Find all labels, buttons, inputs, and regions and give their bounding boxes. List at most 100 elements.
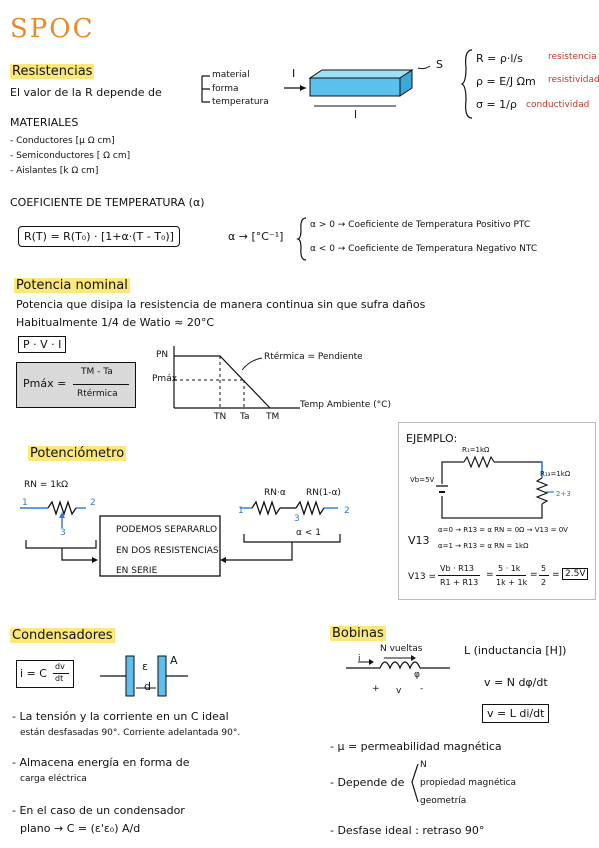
ejemplo-case1: α=0 → R13 = α RN = 0Ω → V13 = 0V [438, 526, 568, 534]
graph-ta: Ta [240, 412, 250, 422]
pot-split-node-2: 2 [344, 506, 350, 516]
length-label: l [354, 108, 358, 121]
pv-formula: P · V · I [18, 336, 67, 353]
graph-x-label: Temp Ambiente (°C) [300, 400, 391, 410]
cap-bullet-1b: están desfasadas 90°. Corriente adelanta… [20, 728, 241, 738]
formula-resistivity-name: resistividad [548, 75, 599, 85]
pot-node-3: 3 [60, 528, 66, 538]
ejemplo-eq-bar [438, 575, 480, 576]
ejemplo-r13: R₁₃=1kΩ [540, 470, 571, 478]
ejemplo-frac-den: 2 [541, 578, 547, 587]
bobina-plus: + [372, 684, 380, 694]
current-label: I [292, 67, 296, 80]
graph-tn: TN [214, 412, 227, 422]
resistor-block-diagram [284, 65, 431, 107]
graph-pmax: Pmáx [152, 374, 178, 384]
ejemplo-frac-num: 5 [541, 564, 547, 573]
cap-bullet-3b: plano → C = (ε'ε₀) A/d [20, 822, 141, 835]
ejemplo-eq-num2: 5 · 1k [498, 564, 521, 573]
ejemplo-eq-den2: 1k + 1k [496, 578, 528, 587]
coef-unit: α → [°C⁻¹] [228, 230, 284, 243]
bobinas-heading: Bobinas [330, 626, 386, 641]
ejemplo-vb: Vb=5V [410, 476, 435, 484]
depends-forma: forma [212, 84, 239, 94]
coef-formula: R(T) = R(T₀) · [1+α·(T - T₀)] [18, 226, 180, 247]
bobina-inductancia: L (inductancia [H]) [464, 644, 567, 657]
inductor-diagram [346, 655, 450, 670]
depende-brace [411, 763, 419, 803]
pmax-den: Rtérmica [77, 389, 118, 399]
pot-rn: RN = 1kΩ [24, 480, 69, 490]
pmax-fraction-bar [73, 384, 129, 385]
ejemplo-n23: 2+3 [556, 490, 571, 498]
pot-box-line1: PODEMOS SEPARARLO [116, 525, 218, 535]
cap-formula-den: dt [55, 674, 64, 683]
formula-resistance-name: resistencia [548, 52, 597, 62]
cap-bullet-3a: - En el caso de un condensador [12, 804, 185, 817]
material-semiconductores: - Semiconductores [ Ω cm] [10, 151, 131, 161]
pmax-num: TM - Ta [81, 367, 113, 377]
material-conductores: - Conductores [μ Ω cm] [10, 136, 115, 146]
pot-node-1: 1 [22, 498, 28, 508]
condensadores-heading: Condensadores [10, 628, 115, 643]
coef-brace [296, 217, 307, 261]
resistencias-heading: Resistencias [10, 64, 95, 79]
pmax-lhs: Pmáx = [23, 377, 67, 390]
pot-box-line3: EN SERIE [116, 566, 158, 576]
ejemplo-equals-3: = [552, 570, 560, 580]
ejemplo-heading: EJEMPLO: [406, 432, 458, 445]
potencia-line2: Habitualmente 1/4 de Watio ≈ 20°C [16, 316, 215, 329]
bobina-v: v [396, 686, 402, 696]
section-label: S [436, 58, 443, 71]
material-aislantes: - Aislantes [k Ω cm] [10, 166, 99, 176]
page-title: SPOC [10, 14, 95, 44]
coef-ntc: α < 0 → Coeficiente de Temperatura Negat… [310, 244, 538, 254]
graph-slope: Rtérmica = Pendiente [264, 352, 363, 362]
bobina-minus: - [420, 684, 424, 694]
ejemplo-box [398, 422, 596, 600]
materiales-heading: MATERIALES [10, 116, 79, 129]
depends-temperatura: temperatura [212, 97, 269, 107]
potentiometer-diagram [20, 499, 341, 577]
cap-formula-lhs: i = C [20, 667, 47, 680]
power-derating-graph [173, 346, 300, 409]
pot-alpha: α < 1 [296, 528, 321, 538]
cap-bullet-2a: - Almacena energía en forma de [12, 756, 190, 769]
bobina-n-vueltas: N vueltas [380, 644, 423, 654]
ejemplo-r1: R₁=1kΩ [462, 446, 490, 454]
bobina-desfase: - Desfase ideal : retraso 90° [330, 824, 485, 837]
cap-bullet-1a: - La tensión y la corriente en un C idea… [12, 710, 229, 723]
formula-resistivity: ρ = E/J Ωm [476, 75, 536, 88]
formula-conductivity: σ = 1/ρ [476, 98, 517, 111]
bobina-mu: - μ = permeabilidad magnética [330, 740, 502, 753]
ejemplo-eq-den: R1 + R13 [440, 578, 479, 587]
depende-geometria: geometría [420, 796, 467, 806]
cap-formula-bar [53, 673, 69, 674]
potenciometro-heading: Potenciómetro [28, 446, 127, 461]
formula-resistance: R = ρ·l/s [476, 52, 523, 65]
ejemplo-circuit [436, 455, 554, 519]
cap-bullet-2b: carga eléctrica [20, 774, 87, 784]
bobina-depende: - Depende de [330, 776, 405, 789]
graph-tm: TM [266, 412, 280, 422]
bobina-eq1: v = N dφ/dt [484, 676, 548, 689]
pmax-box: Pmáx = TM - Ta Rtérmica [16, 362, 136, 408]
depends-material: material [212, 70, 250, 80]
formula-conductivity-name: conductividad [526, 100, 590, 110]
coef-ptc: α > 0 → Coeficiente de Temperatura Posit… [310, 220, 531, 230]
pot-rn-1-alpha: RN(1-α) [306, 488, 341, 498]
potencia-heading: Potencia nominal [14, 278, 130, 293]
resistencias-intro: El valor de la R depende de [10, 86, 162, 99]
ejemplo-case2: α=1 → R13 = α RN = 1kΩ [438, 542, 529, 550]
ejemplo-equals-2: = [530, 570, 538, 580]
cap-epsilon: ε [142, 660, 148, 673]
ejemplo-v13-label: V13 [408, 534, 430, 547]
pot-split-node-3: 3 [294, 514, 300, 524]
depends-bracket [201, 75, 210, 103]
bobina-phi: φ [414, 670, 420, 680]
ejemplo-eq-bar2 [496, 575, 526, 576]
potencia-line1: Potencia que disipa la resistencia de ma… [16, 298, 426, 311]
cap-formula-box: i = C dv dt [16, 660, 74, 688]
ejemplo-eq-num: Vb · R13 [440, 564, 474, 573]
graph-pn: PN [156, 350, 169, 360]
